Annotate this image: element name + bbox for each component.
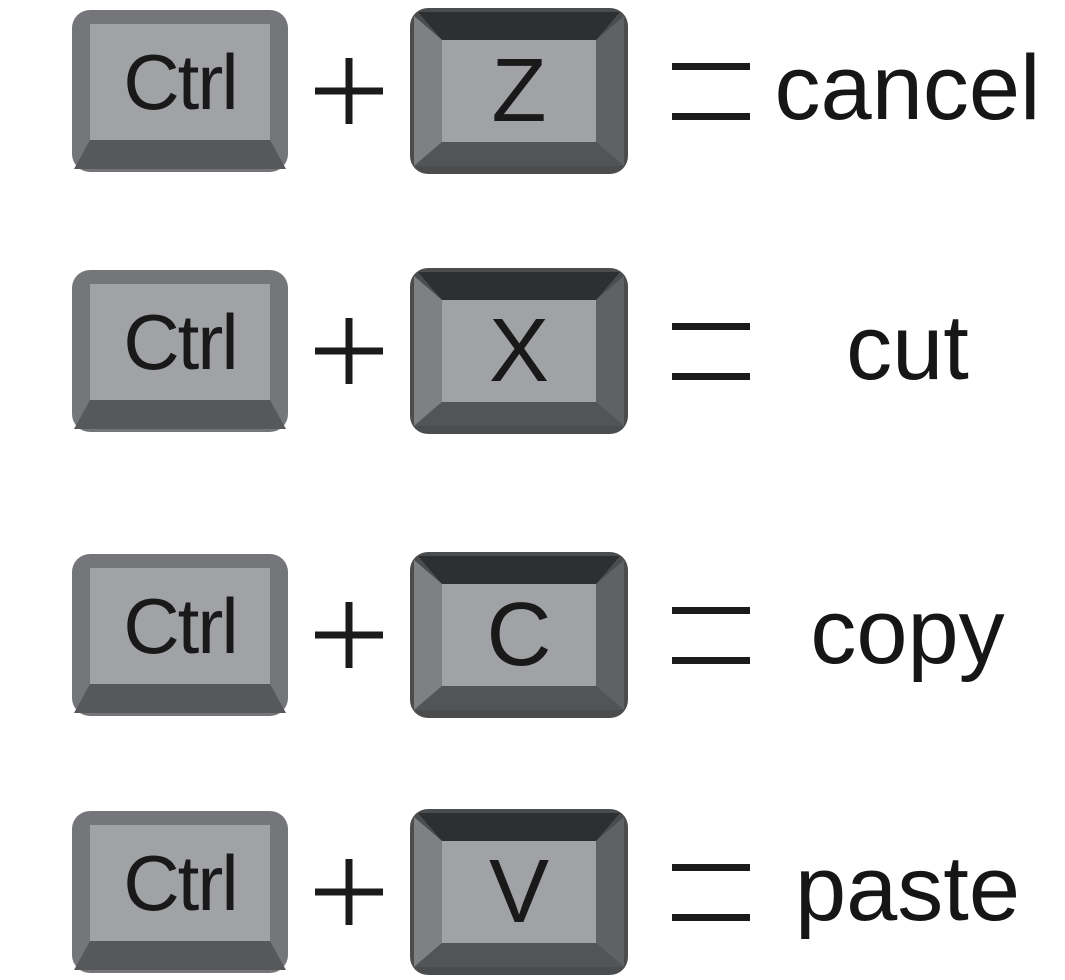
shortcut-row-cut: Ctrl X cut — [0, 268, 1065, 434]
letter-keycap: V — [410, 809, 628, 975]
ctrl-key-label: Ctrl — [123, 581, 238, 670]
ctrl-keycap: Ctrl — [72, 811, 288, 973]
equals-icon — [672, 606, 750, 664]
ctrl-key-label: Ctrl — [123, 838, 238, 927]
action-label: copy — [810, 581, 1005, 683]
shortcut-row-copy: Ctrl C copy — [0, 552, 1065, 718]
letter-key-label: X — [488, 300, 550, 401]
ctrl-keycap: Ctrl — [72, 10, 288, 172]
shortcut-row-cancel: Ctrl Z cancel — [0, 8, 1065, 174]
letter-keycap: Z — [410, 8, 628, 174]
equals-icon — [672, 863, 750, 921]
action-label: cut — [846, 297, 969, 399]
ctrl-key-label: Ctrl — [123, 37, 238, 126]
action-label: paste — [794, 838, 1021, 940]
shortcut-row-paste: Ctrl V paste — [0, 809, 1065, 975]
plus-icon — [288, 317, 410, 385]
ctrl-keycap: Ctrl — [72, 270, 288, 432]
action-label: cancel — [774, 37, 1041, 139]
equals-icon — [672, 62, 750, 120]
ctrl-key-label: Ctrl — [123, 297, 238, 386]
plus-icon — [288, 601, 410, 669]
letter-key-label: C — [486, 584, 552, 685]
plus-icon — [288, 57, 410, 125]
plus-icon — [288, 858, 410, 926]
letter-keycap: X — [410, 268, 628, 434]
equals-icon — [672, 322, 750, 380]
letter-key-label: V — [488, 841, 550, 942]
letter-key-label: Z — [491, 40, 547, 141]
ctrl-keycap: Ctrl — [72, 554, 288, 716]
letter-keycap: C — [410, 552, 628, 718]
